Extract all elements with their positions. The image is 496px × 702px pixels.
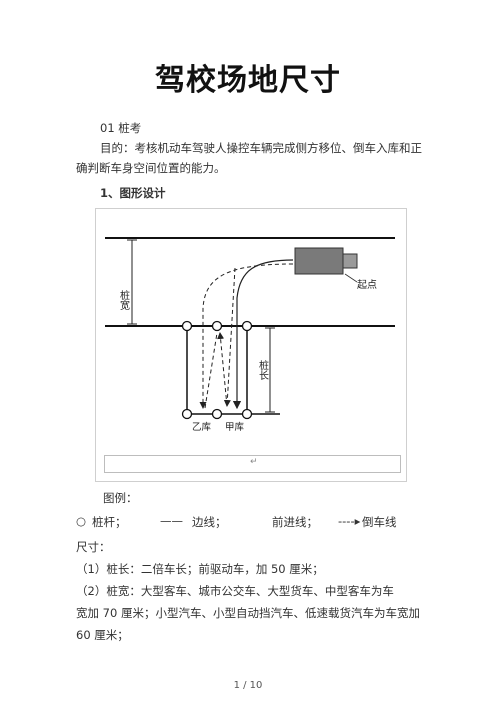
garage-jia-label: 甲库 <box>225 421 245 433</box>
width-label: 桩宽 <box>118 289 130 311</box>
legend-edge: 边线； <box>192 515 227 529</box>
design-heading: 1、图形设计 <box>100 186 166 200</box>
pile-marker <box>181 320 193 332</box>
legend-edge-icon: —— <box>160 514 183 528</box>
reverse-line-jia <box>223 267 236 407</box>
caption-field <box>104 455 401 473</box>
pile-marker <box>211 320 223 332</box>
purpose-line-1: 目的：考核机动车驾驶人操控车辆完成侧方移位、倒车入库和正 <box>100 141 422 155</box>
legend-forward: 前进线； <box>272 515 318 529</box>
size-item-1: （1）桩长：二倍车长；前驱动车，加 50 厘米； <box>76 562 324 576</box>
reverse-line-yi <box>199 263 294 409</box>
pile-marker <box>211 408 223 420</box>
section-heading: 01 桩考 <box>100 121 142 135</box>
purpose-line-2: 确判断车身空间位置的能力。 <box>76 161 226 175</box>
garage-yi-label: 乙库 <box>192 421 212 433</box>
start-label: 起点 <box>357 279 377 291</box>
size-item-2-line-2: 宽加 70 厘米；小型汽车、小型自动挡汽车、低速载货汽车为车宽加 <box>76 606 420 620</box>
car-body <box>294 247 344 275</box>
legend-reverse-icon: ----▸ <box>338 514 361 528</box>
page-number: 1 / 10 <box>233 680 263 691</box>
length-label: 桩长 <box>257 359 269 380</box>
size-heading: 尺寸： <box>76 540 111 554</box>
pile-test-diagram: 桩宽 桩长 起点 乙库 甲库 <box>105 237 395 433</box>
pile-marker <box>241 320 253 332</box>
pile-marker <box>241 408 253 420</box>
car-front <box>342 253 358 269</box>
legend-pile-icon: ○ <box>76 514 87 528</box>
pile-marker <box>181 408 193 420</box>
reverse-line-return <box>217 332 228 407</box>
forward-line <box>232 259 294 410</box>
legend-reverse: 倒车线 <box>362 515 397 529</box>
size-item-2-line-3: 60 厘米； <box>76 628 129 642</box>
caption-marker: ↵ <box>250 457 258 467</box>
size-item-2-line-1: （2）桩宽：大型客车、城市公交车、大型货车、中型客车为车 <box>76 584 394 598</box>
page-title: 驾校场地尺寸 <box>155 63 341 98</box>
garage-outline <box>186 325 248 415</box>
legend-heading: 图例： <box>103 491 138 505</box>
legend-pile: 桩杆； <box>92 515 127 529</box>
